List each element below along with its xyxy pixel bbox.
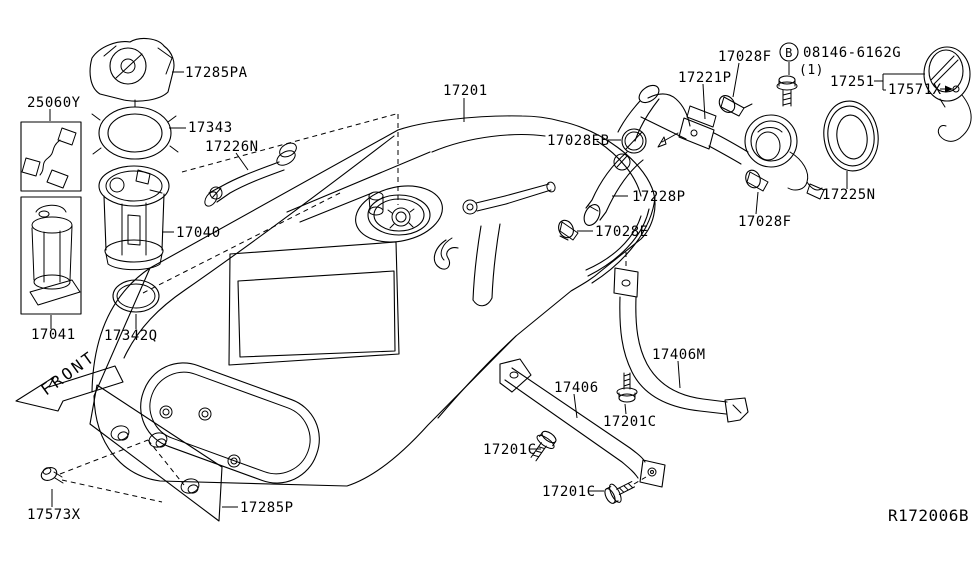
- protector-drawing: [89, 384, 223, 522]
- part-label-clip-upper: 17028F: [718, 49, 772, 65]
- part-label-filler-hose: 17228P: [632, 189, 686, 205]
- pump-module-drawing: [98, 165, 170, 271]
- part-label-pump-assembly: 17041: [31, 327, 76, 343]
- part-label-o-ring: 17342Q: [104, 328, 158, 344]
- part-label-protector: 17285P: [240, 500, 294, 516]
- part-label-strap-bolt-left: 17201C: [483, 442, 537, 458]
- filler-hose-drawing: [583, 151, 644, 226]
- part-label-vent-hose: 17226N: [205, 139, 259, 155]
- part-label-fuel-tank: 17201: [443, 83, 488, 99]
- hose-clip-drawing: [558, 219, 579, 241]
- front-arrow: [15, 365, 124, 412]
- pump-assembly-box-drawing: [20, 196, 82, 315]
- part-label-filler-tube: 17221P: [678, 70, 732, 86]
- part-label-strap-bolt-bottom: 17201C: [542, 484, 596, 500]
- tank-end-face: [140, 362, 320, 484]
- front-direction-label: FRONT: [37, 347, 99, 400]
- callout-part-number: 08146-6162G: [803, 45, 901, 61]
- callout-quantity: (1): [799, 63, 824, 78]
- leader-lines: [49, 62, 953, 508]
- tether-arrowhead: [945, 85, 953, 93]
- clip-lower-drawing: [745, 169, 769, 192]
- hose-clamp-drawing: [613, 128, 647, 171]
- callout-letter: B: [785, 46, 793, 60]
- bolt-callout: B 08146-6162G (1): [779, 42, 901, 78]
- callout-circle: [779, 42, 799, 62]
- tank-sender-opening: [355, 185, 443, 243]
- strap-bolt-bottom-drawing: [604, 481, 636, 504]
- strap-bolt-mid-drawing: [616, 372, 638, 403]
- neck-gasket-drawing: [823, 100, 879, 172]
- part-label-cap-tether: 17571X: [888, 82, 942, 98]
- fuel-tank-drawing: [91, 115, 656, 487]
- part-label-strap-right: 17406M: [652, 347, 706, 363]
- strap-bolt-left-drawing: [530, 430, 557, 462]
- filler-tube-drawing: [617, 84, 825, 200]
- vent-hose-drawing: [204, 142, 297, 207]
- pump-o-ring-drawing: [112, 279, 160, 313]
- assembly-dashed-lines: [142, 113, 627, 294]
- protector-holes: [110, 425, 200, 494]
- part-label-neck-gasket: 17225N: [822, 187, 876, 203]
- strap-right-drawing: [613, 267, 749, 423]
- part-label-clip-lower: 17028F: [738, 214, 792, 230]
- part-label-hose-clamp: 17028EB: [547, 133, 610, 149]
- drawing-number: R172006B: [888, 506, 969, 525]
- part-label-protector-clip: 17573X: [27, 507, 81, 523]
- part-label-strap-left: 17406: [554, 380, 599, 396]
- part-label-sender-unit: 25060Y: [27, 95, 81, 111]
- protector-clip-drawing: [40, 467, 64, 484]
- sender-unit-box-drawing: [20, 121, 82, 192]
- lock-ring-drawing: [91, 99, 179, 160]
- part-label-cover-plate: 17285PA: [185, 65, 248, 81]
- tank-inlet-fitting: [462, 181, 556, 215]
- callout-bolt-drawing: [776, 75, 798, 107]
- part-label-hose-clip: 17028E: [595, 224, 649, 240]
- pump-cover-plate-drawing: [89, 37, 175, 102]
- tank-mount-nuts: [159, 405, 241, 468]
- protector-dashed-lines: [59, 439, 185, 503]
- part-label-lock-ring: 17343: [188, 120, 233, 136]
- clip-upper-drawing: [718, 95, 753, 117]
- part-label-strap-bolt-mid: 17201C: [603, 414, 657, 430]
- part-label-pump-module: 17040: [176, 225, 221, 241]
- part-label-filler-cap: 17251: [830, 74, 875, 90]
- part-labels: 17285PA 25060Y 17343 17226N 17040 17041 …: [27, 49, 942, 523]
- strap-left-drawing: [499, 358, 666, 488]
